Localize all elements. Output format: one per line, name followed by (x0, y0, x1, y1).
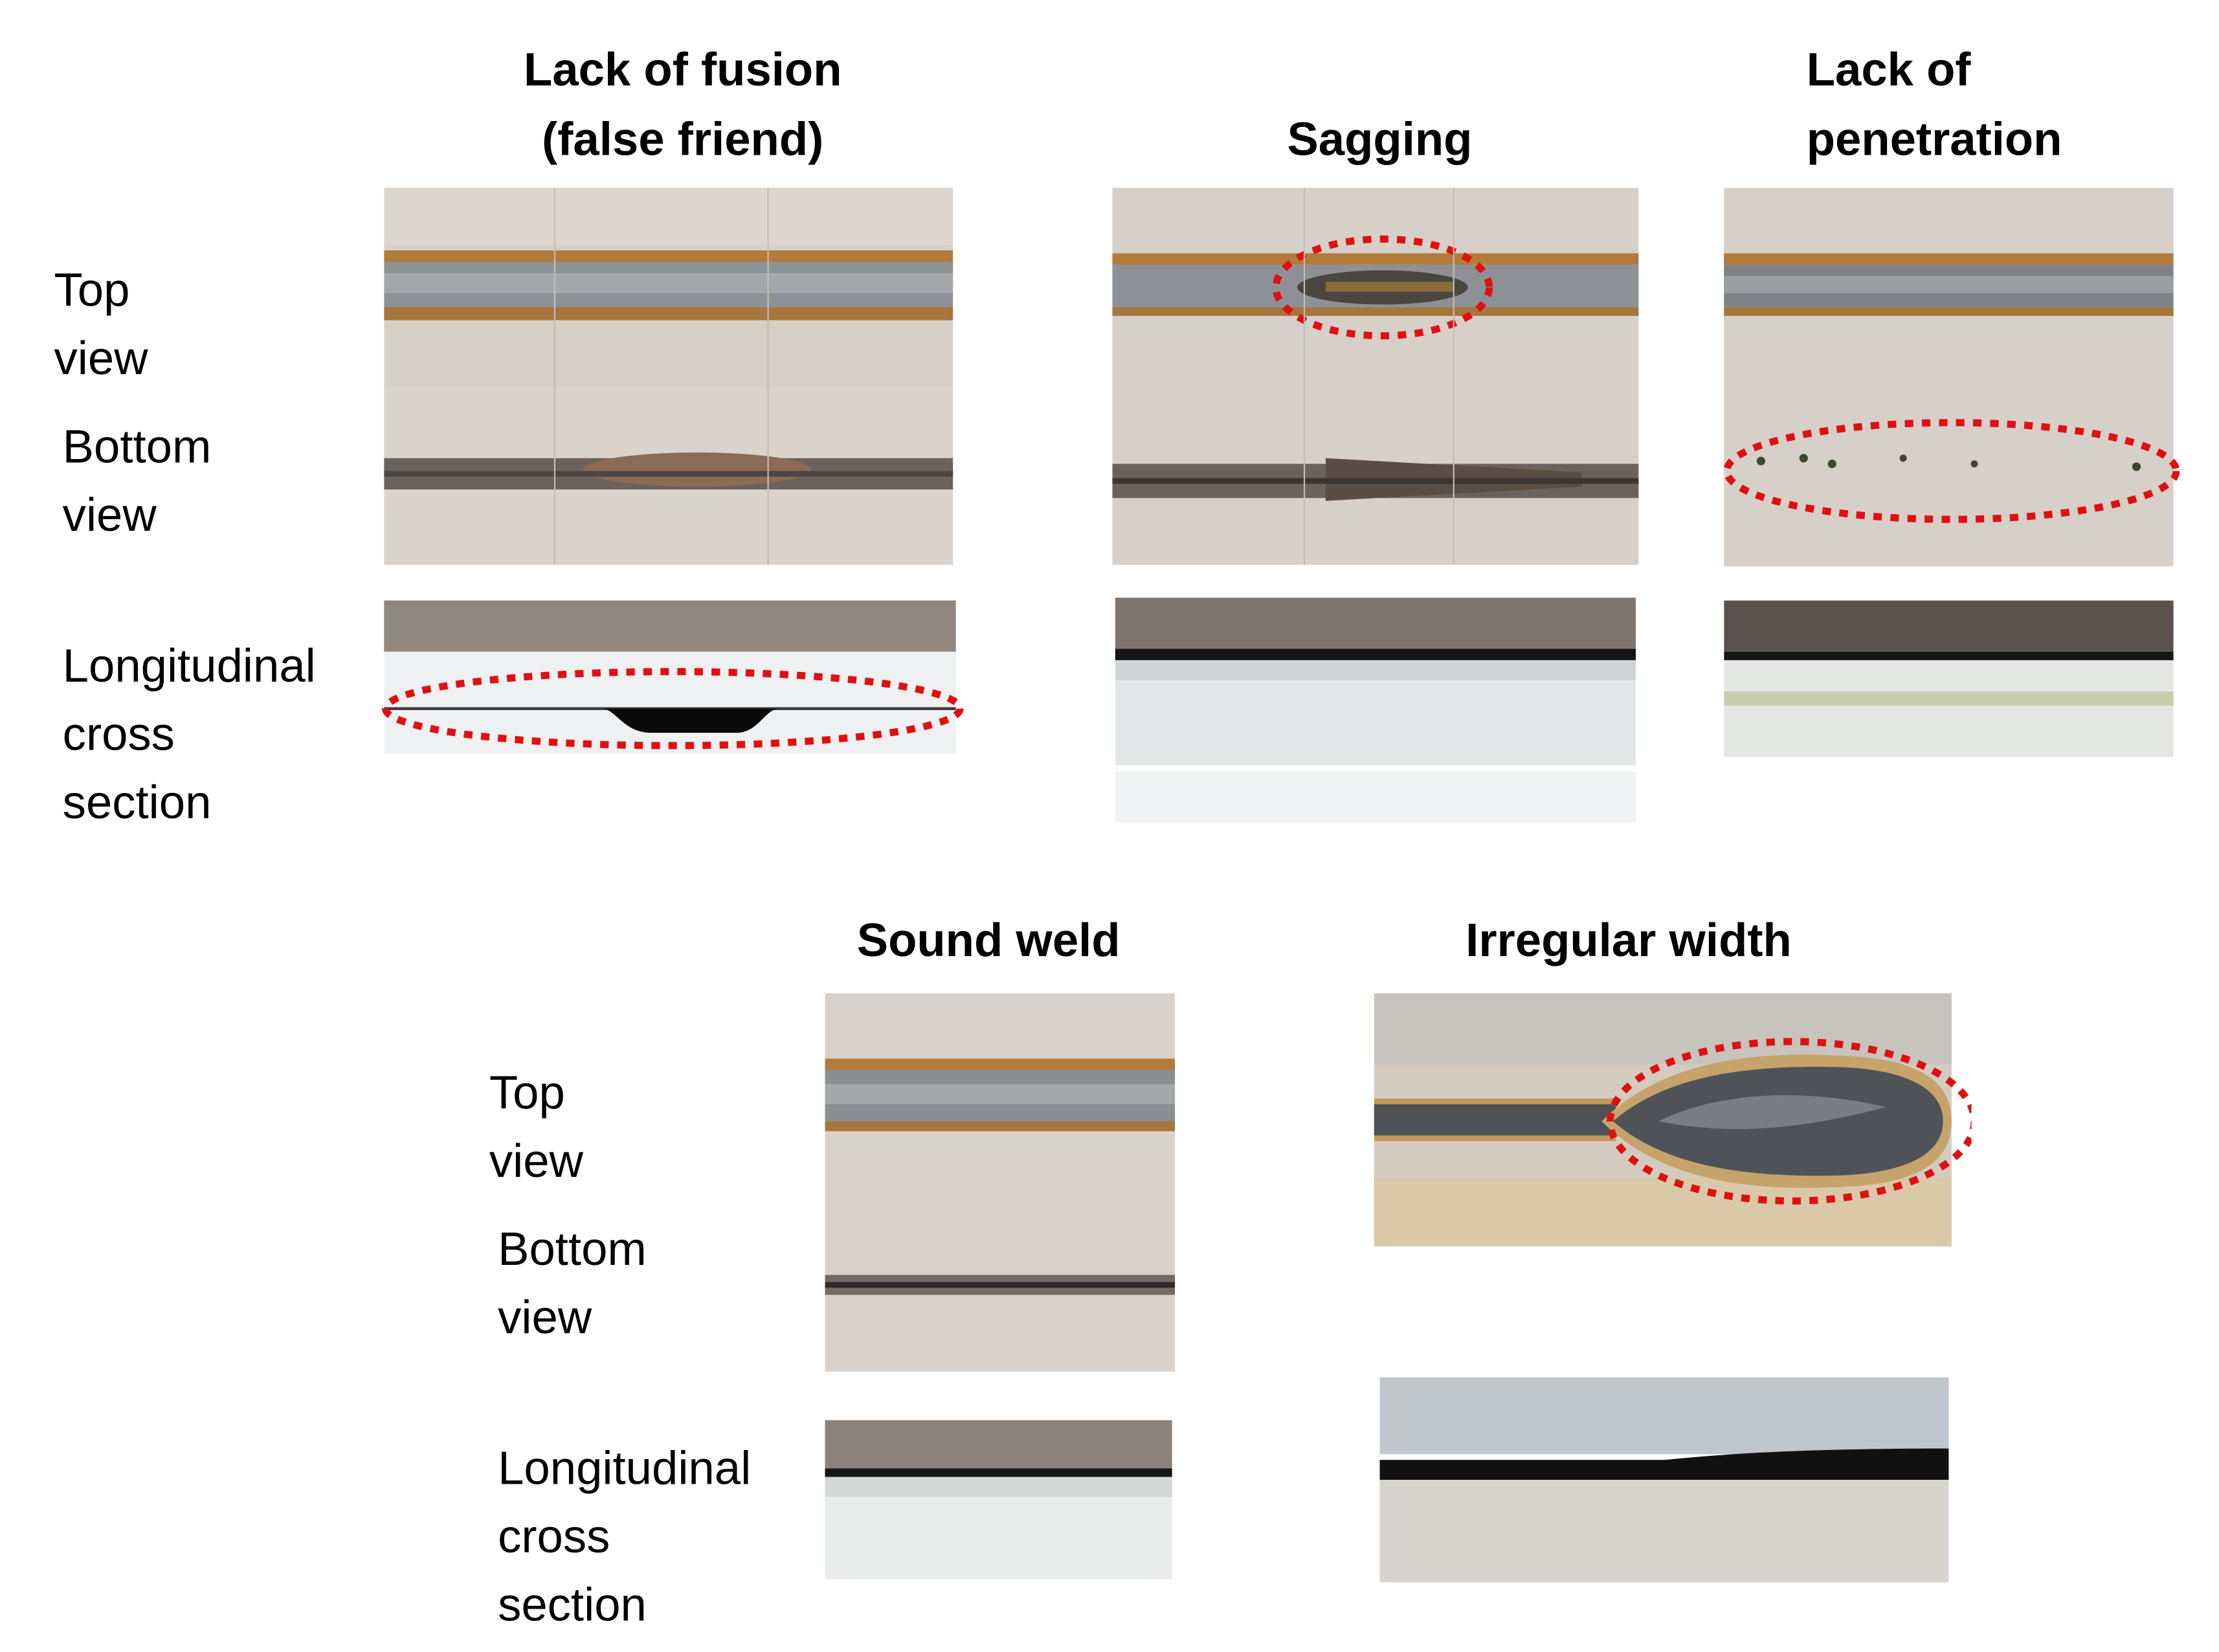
label-line: Bottom (498, 1222, 647, 1275)
irregular-width-weld-photo (1374, 993, 1972, 1247)
label-line: view (54, 331, 148, 385)
row-label-top-view: Top view (54, 256, 148, 393)
title-line: Sound weld (856, 913, 1121, 966)
row-label-cross-section-lower: Longitudinal cross section (498, 1434, 751, 1640)
label-line: section (62, 775, 212, 829)
title-line: Irregular width (1466, 913, 1792, 966)
title-line: Sagging (1287, 112, 1473, 165)
title-lack-of-fusion: Lack of fusion (false friend) (469, 34, 896, 173)
sound-weld-cross-section (825, 1420, 1172, 1579)
label-line: cross (498, 1510, 610, 1563)
row-label-bottom-view: Bottom view (63, 412, 212, 549)
title-line: Lack of fusion (523, 42, 842, 96)
label-line: Longitudinal (62, 638, 316, 692)
title-line: penetration (1806, 112, 2062, 165)
irregular-width-cross-section (1379, 1377, 1949, 1583)
label-line: cross (62, 707, 175, 760)
title-irregular-width: Irregular width (1422, 905, 1834, 975)
lack-of-penetration-weld-photo (1723, 188, 2180, 566)
title-lack-of-penetration: Lack of penetration (1807, 34, 2119, 173)
label-line: Top (54, 263, 130, 316)
label-line: section (498, 1578, 647, 1631)
label-line: view (498, 1290, 592, 1344)
label-line: view (62, 487, 157, 541)
label-line: Longitudinal (498, 1441, 752, 1495)
title-sound-weld: Sound weld (825, 905, 1152, 975)
label-line: Bottom (62, 419, 212, 473)
row-label-bottom-view-lower: Bottom view (498, 1215, 647, 1352)
row-label-top-view-lower: Top view (489, 1058, 583, 1195)
title-sagging: Sagging (1238, 104, 1522, 173)
sagging-weld-photo (1112, 188, 1639, 565)
title-line: Lack of (1806, 42, 1971, 96)
lack-of-penetration-cross-section (1724, 600, 2174, 757)
label-line: Top (489, 1066, 565, 1119)
label-line: view (489, 1133, 584, 1187)
lack-of-fusion-cross-section (382, 600, 964, 754)
sagging-cross-section (1115, 597, 1636, 823)
lack-of-fusion-weld-photo (384, 188, 953, 565)
row-label-cross-section: Longitudinal cross section (63, 632, 316, 837)
sound-weld-photo (825, 993, 1176, 1372)
title-line: (false friend) (542, 112, 824, 165)
